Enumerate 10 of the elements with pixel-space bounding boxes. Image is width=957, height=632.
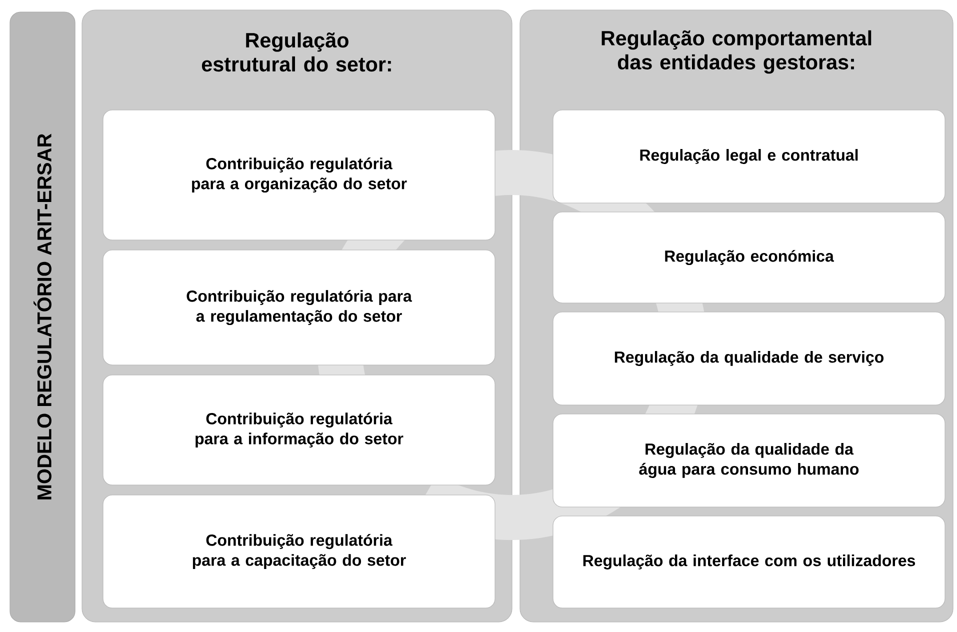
side-band: MODELO REGULATÓRIO ARIT-ERSAR <box>10 12 76 622</box>
text-box: Contribuição regulatória para a informação do setor <box>102 374 496 486</box>
text-box: Contribuição regulatória para a organização do setor <box>102 110 496 240</box>
text-box: Regulação económica <box>552 212 946 304</box>
text-box: Regulação legal e contratual <box>552 110 946 204</box>
text-box: Regulação da qualidade da água para consumo humano <box>552 414 946 508</box>
text-box: Contribuição regulatória para a regulamentação do setor <box>102 250 496 366</box>
text-box: Regulação da interface com os utilizadores <box>552 516 946 608</box>
text-box: Contribuição regulatória para a capacitação do setor <box>102 494 496 608</box>
text-box: Regulação da qualidade de serviço <box>552 312 946 406</box>
